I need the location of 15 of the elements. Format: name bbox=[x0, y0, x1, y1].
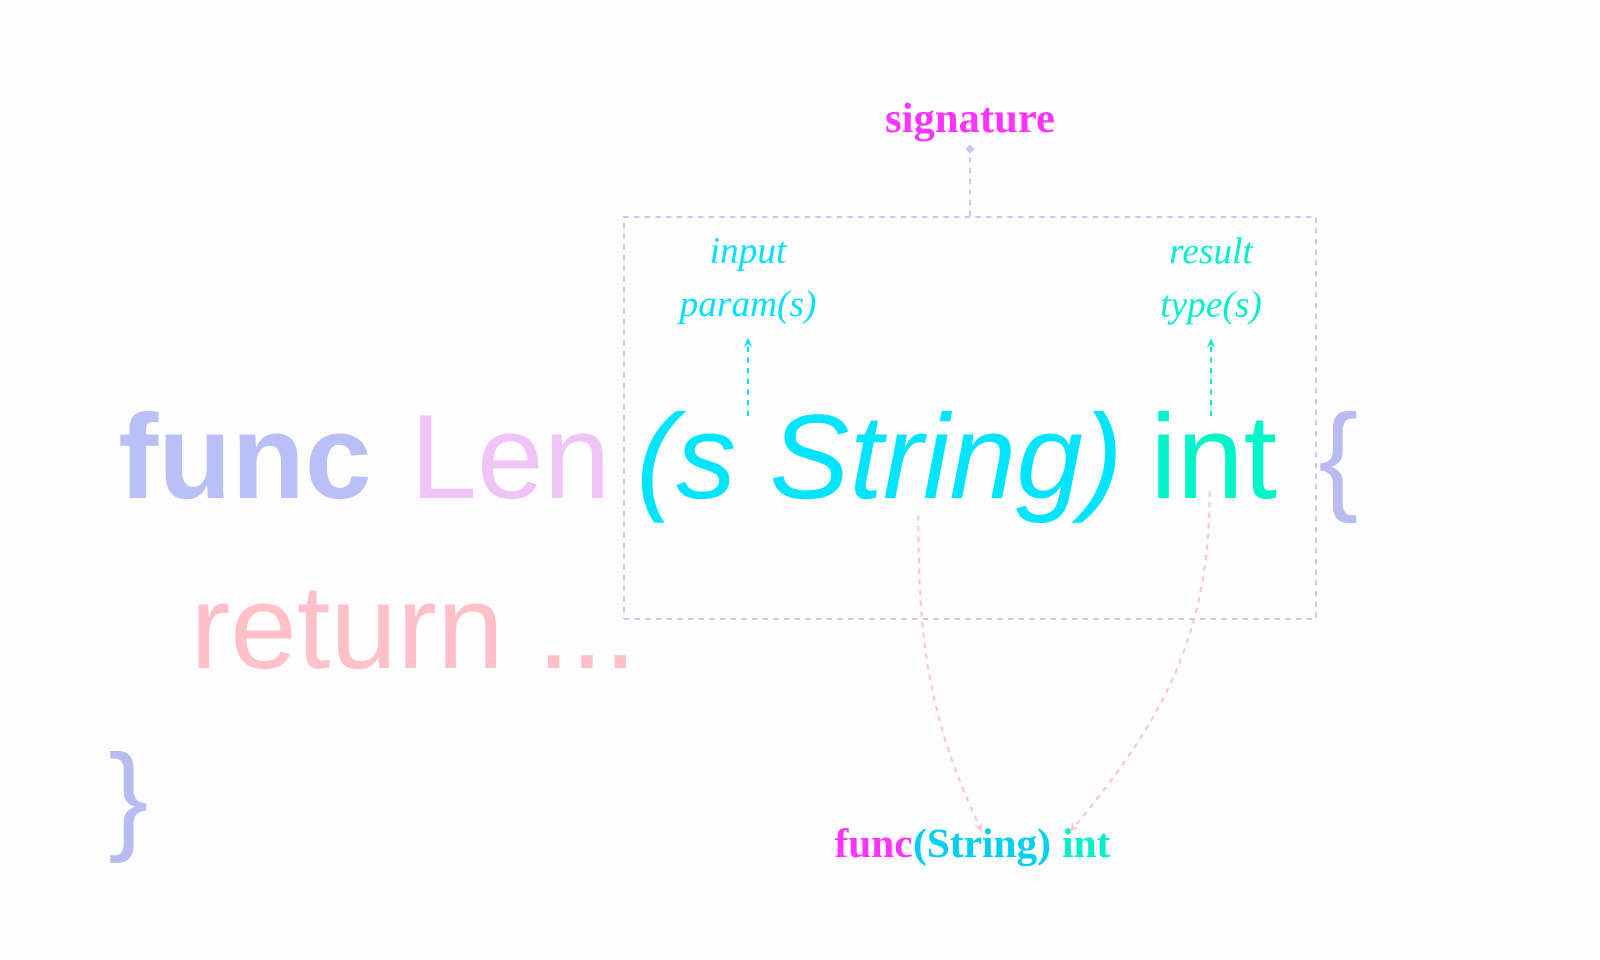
code-text: (s String) bbox=[641, 411, 1116, 523]
signature-text: int bbox=[1063, 828, 1111, 858]
signature-box bbox=[623, 216, 1317, 620]
code-text: func bbox=[120, 411, 369, 500]
heading-text: signature bbox=[886, 102, 1054, 142]
leader-line bbox=[965, 144, 975, 217]
code-text: Len bbox=[420, 415, 603, 500]
code-text: int bbox=[1158, 411, 1277, 499]
brace-text: { bbox=[1320, 411, 1357, 523]
code-text: return ... bbox=[198, 590, 627, 670]
annotation-text: result type(s) bbox=[1161, 237, 1261, 325]
annotation-text: input param(s) bbox=[677, 238, 816, 324]
brace-text: } bbox=[110, 751, 147, 863]
signature-text: func bbox=[834, 827, 912, 858]
signature-text: (String) bbox=[914, 828, 1050, 867]
